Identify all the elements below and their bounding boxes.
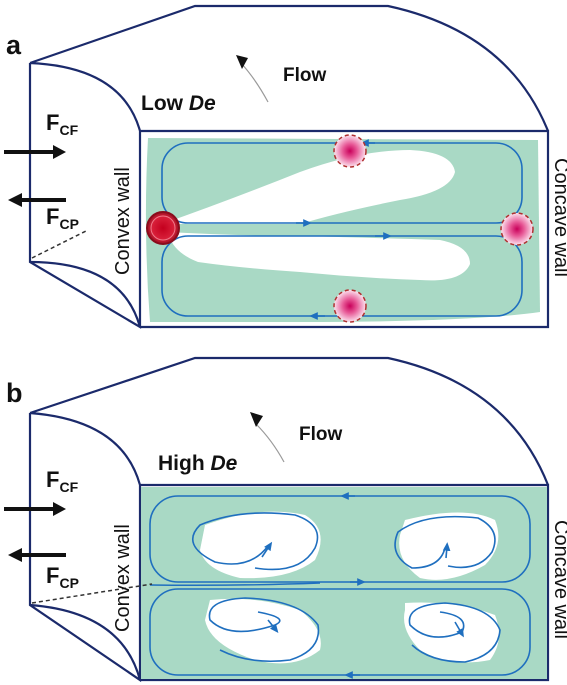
panel-a-white-gap-lower [168,232,470,281]
panel-b-spiral-upper-left-arrow [261,541,273,558]
panel-a-particle-convex [146,211,180,245]
panel-a-flow-arrowhead [236,55,248,69]
panel-a-particle-top [333,134,367,168]
panel-b-core-lower-right [404,602,499,663]
panel-b-spiral-upper-right [394,515,496,569]
panel-a-flow-label: Flow [283,65,326,86]
panel-b-spiral-lower-right-arrow [454,621,464,638]
panel-b-spiral-upper-left [191,512,319,571]
panel-b-flow-arrowhead [250,412,263,427]
panel-a-fcf-label: FCF [46,110,79,138]
panel-b-flow-label: Flow [299,424,342,445]
panel-b-dean-label: High De [158,452,238,475]
panel-b-fcf-arrowhead [53,502,66,516]
panel-b-core-upper-left [200,511,321,579]
panel-b: b Flow High De [4,356,567,683]
panel-a-particle-bottom [333,289,367,323]
panel-a-particle-convex-ring [150,215,176,241]
panel-a-convex-bottom [29,260,142,328]
panel-b-convex-bottom [29,603,142,681]
panel-b-upper-outer-streamline [149,495,531,583]
panel-b-fcf-label: FCF [46,467,79,495]
panel-b-fcp-arrowhead [8,548,22,562]
panel-b-label: b [6,378,23,408]
panel-a-dean-label: Low De [141,92,216,115]
panel-a-white-gap-upper [162,150,455,224]
panel-a-flow-curve [239,61,269,103]
panel-a-dashed-line [31,229,89,259]
panel-a-concave-wall-label: Concave wall [550,158,567,277]
panel-b-dashed-line [31,583,153,604]
panel-b-core-lower-left [205,598,321,664]
panel-b-center-streamline [149,582,321,586]
panel-a-fcf-arrowhead [53,145,66,159]
panel-b-spiral-upper-right-arrow [442,542,451,559]
panel-b-lower-outer-streamline [149,588,531,676]
panel-b-spiral-lower-left-arrow [267,619,279,633]
panel-b-fcp-label: FCP [46,563,79,591]
panel-a-label: a [6,30,22,60]
panel-b-concave-wall-label: Concave wall [550,520,567,639]
panel-a: a Flow Low De FCF FCP [4,4,567,329]
panel-b-convex-wall-label: Convex wall [112,524,134,632]
panel-a-convex-wall-label: Convex wall [112,167,134,275]
panel-a-fcp-arrowhead [8,193,22,207]
panel-a-fcp-label: FCP [46,204,79,232]
panel-b-flow-curve [255,423,285,463]
panel-a-particle-right [500,212,534,246]
